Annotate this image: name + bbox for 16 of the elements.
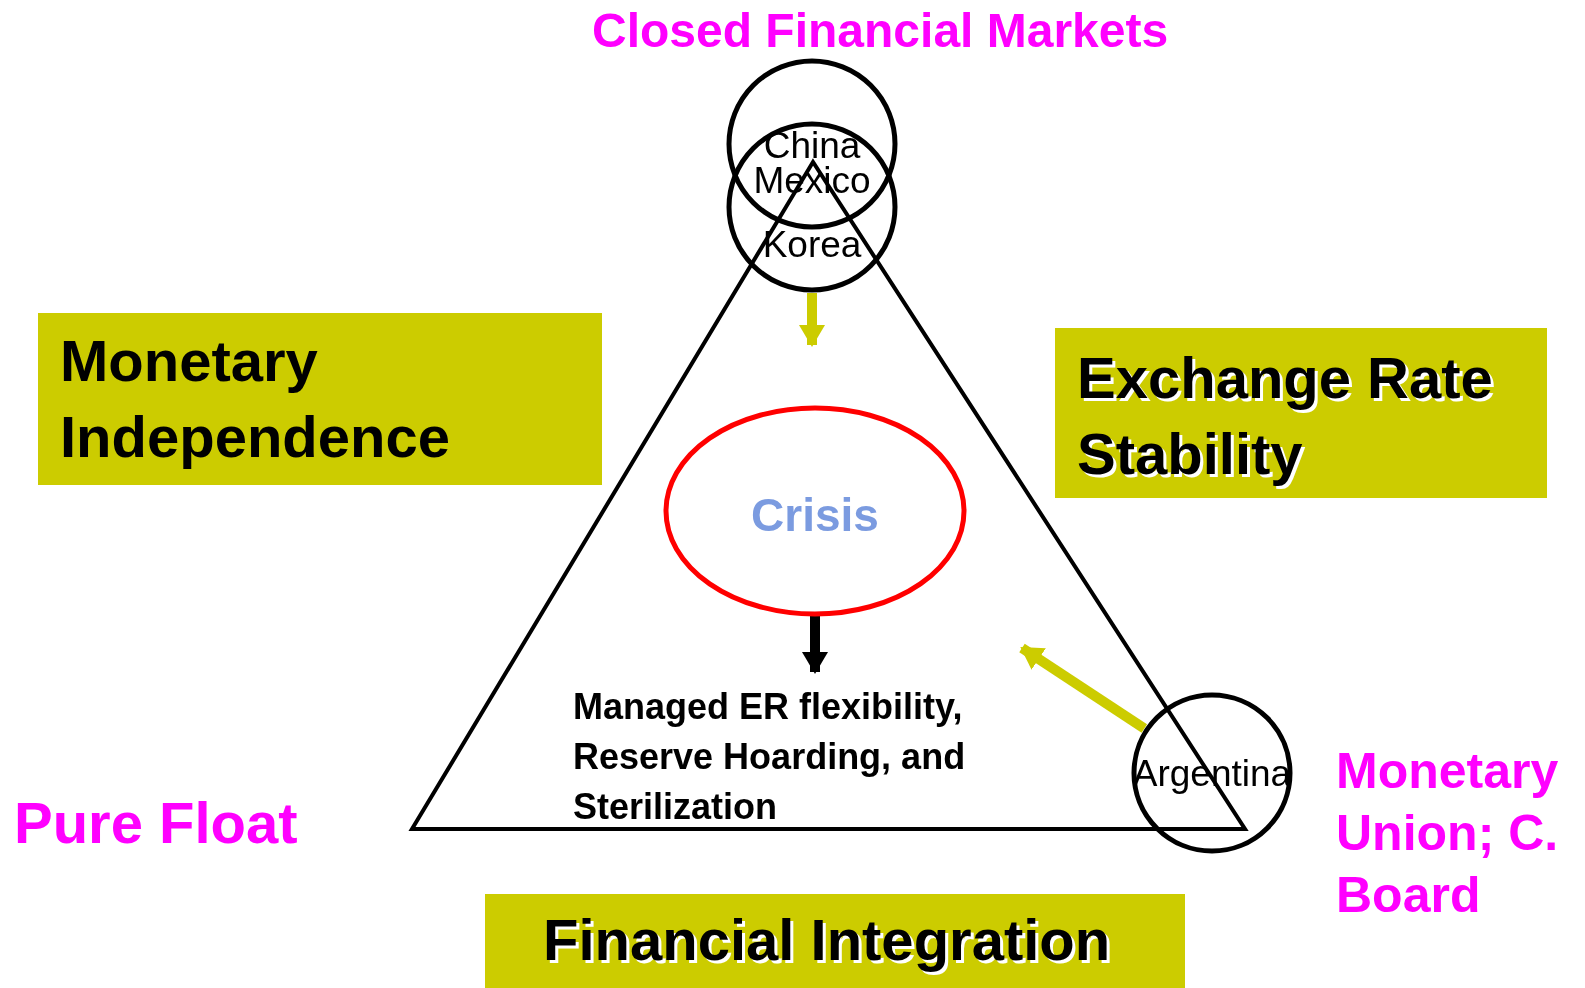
heading-box [485, 894, 1185, 988]
heading-box [38, 313, 602, 485]
corner-label: Monetary Union; C. Board [1336, 742, 1560, 925]
country-label: China [762, 126, 862, 166]
country-label: Korea [761, 225, 863, 265]
arrow [799, 293, 825, 347]
heading-text: Monetary Independence [60, 327, 451, 471]
heading-box [1055, 328, 1547, 498]
heading-text: Exchange Rate Stability [1077, 344, 1494, 488]
arrow [802, 615, 828, 674]
arrow [1019, 643, 1148, 733]
corner-label: Closed Financial Markets [592, 3, 1170, 59]
corner-label: Pure Float [14, 789, 299, 857]
heading-text: Financial Integration [543, 906, 1112, 974]
outcome-text: Managed ER flexibility, Reserve Hoarding, and Sterilization [573, 685, 967, 829]
node-label: Crisis [750, 488, 880, 543]
